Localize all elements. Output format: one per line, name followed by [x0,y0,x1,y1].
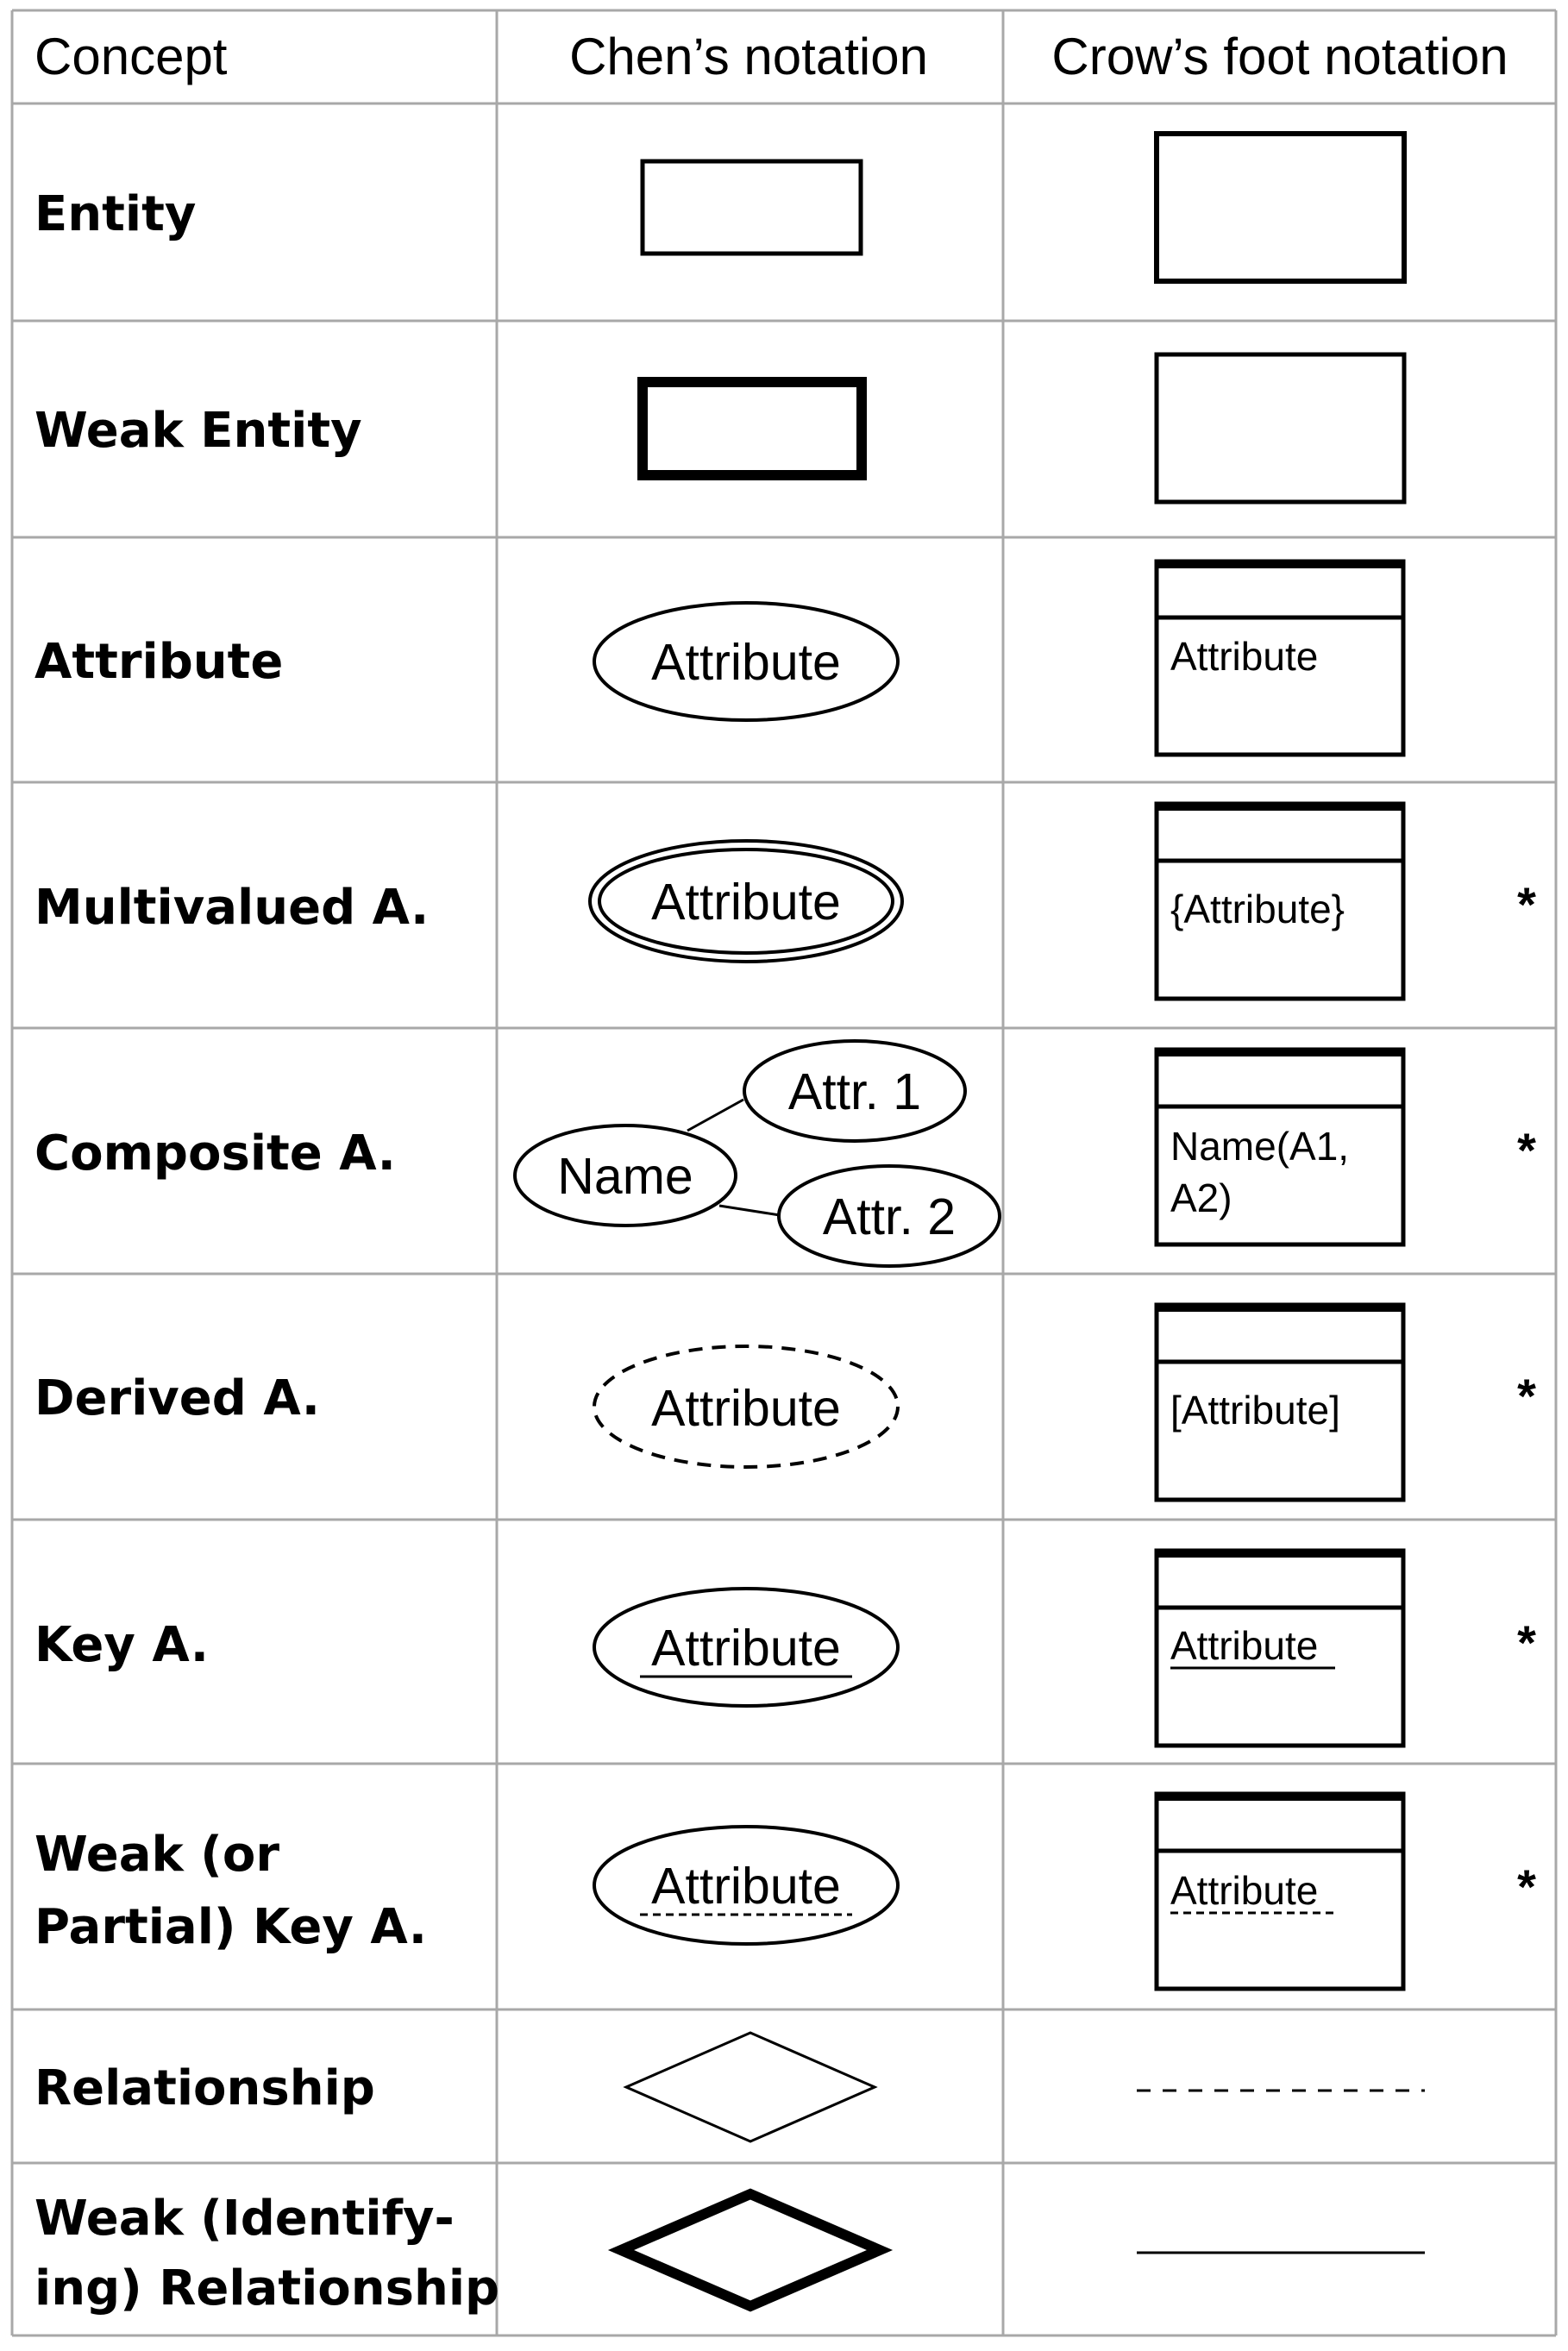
chen-key-label: Attribute [651,1620,841,1677]
chen-weak-key-label: Attribute [651,1858,841,1915]
crow-composite-label-line2: A2) [1170,1176,1232,1220]
concept-weak-relationship-line1: Weak (Identify- [34,2191,455,2247]
chen-weak-key-ellipse [593,1825,900,1946]
crow-derived-label: [Attribute] [1170,1388,1340,1433]
chen-multivalued-outer-ellipse [588,839,904,963]
concept-weak-relationship-line2: ing) Relationship [34,2260,499,2317]
chen-derived-ellipse [593,1345,900,1469]
chen-composite-name-ellipse [513,1124,737,1227]
header-concept: Concept [34,28,228,85]
header-crow: Crow’s foot notation [1051,28,1508,85]
crow-attribute-label: Attribute [1170,634,1318,679]
concept-weak-key-line1: Weak (or [34,1827,279,1883]
crow-key-label: Attribute [1170,1623,1318,1668]
chen-composite-link-1 [687,1098,744,1132]
crow-composite-label-line1: Name(A1, [1170,1124,1349,1169]
concept-derived: Derived A. [34,1370,320,1426]
crow-entity-rect [1154,131,1407,284]
concept-entity: Entity [34,186,196,242]
concept-weak-key-line2: Partial) Key A. [34,1899,427,1955]
chen-entity-rect [640,159,863,256]
chen-composite-part2-ellipse [777,1164,1001,1268]
crow-key-asterisk: * [1517,1615,1536,1670]
chen-composite-link-2 [718,1204,781,1217]
concept-weak-entity: Weak Entity [34,403,362,459]
chen-attribute-label: Attribute [651,634,841,691]
chen-composite-name-label: Name [557,1148,693,1205]
chen-multivalued-label: Attribute [651,874,841,931]
crow-composite-asterisk: * [1517,1123,1536,1177]
table-header: Concept Chen’s notation Crow’s foot nota… [34,28,1508,85]
chen-composite-part1-ellipse [743,1039,967,1143]
concept-composite: Composite A. [34,1125,396,1182]
chen-composite-part1-label: Attr. 1 [788,1063,921,1120]
crow-multivalued-asterisk: * [1517,877,1536,931]
header-chen: Chen’s notation [569,28,928,85]
concept-relationship: Relationship [34,2060,375,2116]
concept-attribute: Attribute [34,634,283,690]
concept-key: Key A. [34,1617,209,1673]
chen-attribute-ellipse [593,601,900,722]
crow-weak-key-asterisk: * [1517,1859,1536,1914]
concept-column: Entity Weak Entity Attribute Multivalued… [34,186,499,2317]
concept-multivalued: Multivalued A. [34,880,429,936]
chen-weak-entity-rect [637,377,867,480]
crow-weak-key-label: Attribute [1170,1868,1318,1913]
crow-multivalued-label: {Attribute} [1170,887,1345,931]
crow-weak-entity-rect [1154,352,1407,505]
chen-derived-label: Attribute [651,1380,841,1437]
chen-weak-relationship-diamond [607,2188,894,2312]
chen-key-ellipse [593,1587,900,1708]
chen-composite-part2-label: Attr. 2 [823,1188,956,1245]
crow-column: Attribute {Attribute} * Name(A1, A2) * [… [1137,131,1536,2254]
chen-multivalued-inner-ellipse [598,848,894,955]
chen-relationship-diamond [623,2031,878,2143]
crow-derived-asterisk: * [1517,1369,1536,1423]
table-grid [10,9,1558,2337]
chen-column: Attribute Attribute Attr. 1 Name Attr. 2… [513,159,1001,2312]
